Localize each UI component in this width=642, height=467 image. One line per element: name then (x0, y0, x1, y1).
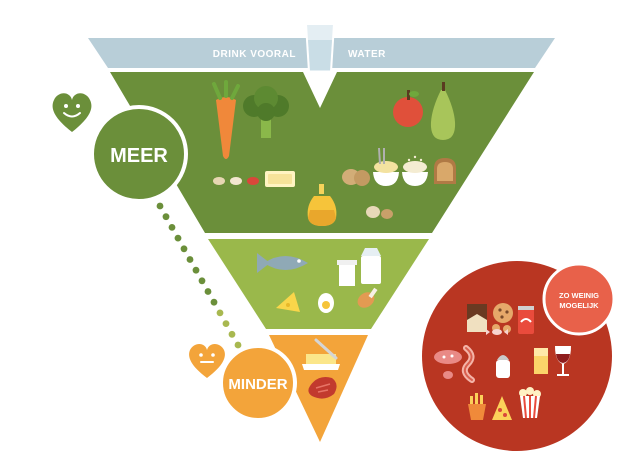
less-badge (219, 344, 297, 422)
yogurt-icon (337, 260, 357, 286)
connector-dot (198, 277, 206, 285)
chocolate-icon (467, 304, 487, 332)
connector-dot (174, 234, 182, 242)
nuts-icon (366, 206, 393, 219)
rice-bowl-icon (402, 155, 428, 186)
bottom-section-icons (302, 338, 340, 399)
water-left-label: DRINK VOORAL (213, 49, 296, 60)
section-top (110, 72, 534, 233)
connector-dot (234, 341, 242, 349)
cookie-icon (492, 303, 513, 333)
exception-badge (542, 262, 616, 336)
section-middle (208, 239, 429, 329)
cheese-icon (276, 292, 300, 312)
happy-heart-icon (52, 93, 92, 132)
popcorn-icon (519, 387, 541, 419)
pizza-icon (492, 396, 512, 420)
connector-dot (156, 202, 164, 210)
exception-circle: ZO WEINIG MOGELIJK (422, 261, 616, 451)
oil-bottle-icon (307, 184, 337, 226)
bacon-icon (461, 345, 475, 383)
legumes-icon (213, 177, 259, 185)
connector-dot (222, 320, 230, 327)
fries-icon (468, 393, 486, 420)
candy-icon (486, 329, 508, 335)
fish-icon (257, 253, 308, 273)
potatoes-icon (342, 169, 370, 186)
more-callout: MEER (52, 93, 242, 349)
exception-label-line2: MOGELIJK (559, 301, 599, 310)
neutral-heart-icon (189, 344, 225, 378)
water-glass-icon (304, 23, 336, 73)
connector-dot (228, 330, 236, 338)
margarine-icon (265, 171, 295, 187)
carrot-icon (212, 80, 240, 159)
egg-icon (318, 293, 334, 313)
middle-section-icons (257, 248, 381, 313)
connector-dot (168, 224, 176, 231)
salt-shaker-icon (496, 355, 510, 378)
red-meat-icon (308, 377, 337, 399)
chicken-leg-icon (357, 287, 378, 308)
connector-dot (210, 298, 218, 306)
bread-icon (434, 158, 456, 184)
less-callout: MINDER (189, 344, 297, 422)
connector-dot (180, 245, 188, 253)
connector-dot (216, 309, 224, 317)
butter-icon (302, 338, 340, 370)
top-section-icons (212, 80, 456, 226)
wine-glass-icon (555, 346, 571, 376)
milk-icon (361, 248, 381, 284)
apple-icon (393, 90, 423, 127)
connector-dot (186, 256, 194, 263)
broccoli-icon (243, 86, 289, 138)
connector-dot (204, 288, 212, 295)
dotted-connector (156, 202, 242, 349)
connector-dot (162, 213, 170, 221)
more-label: MEER (110, 145, 168, 167)
connector-dot (192, 266, 200, 274)
less-label: MINDER (228, 376, 287, 393)
water-right-label: WATER (348, 49, 386, 60)
soda-can-icon (518, 306, 534, 334)
sausage-icon (434, 350, 462, 379)
pear-icon (430, 82, 456, 140)
juice-glass-icon (534, 348, 548, 374)
more-badge (90, 105, 188, 203)
pasta-bowl-icon (373, 147, 399, 186)
exception-label-line1: ZO WEINIG (559, 291, 599, 300)
